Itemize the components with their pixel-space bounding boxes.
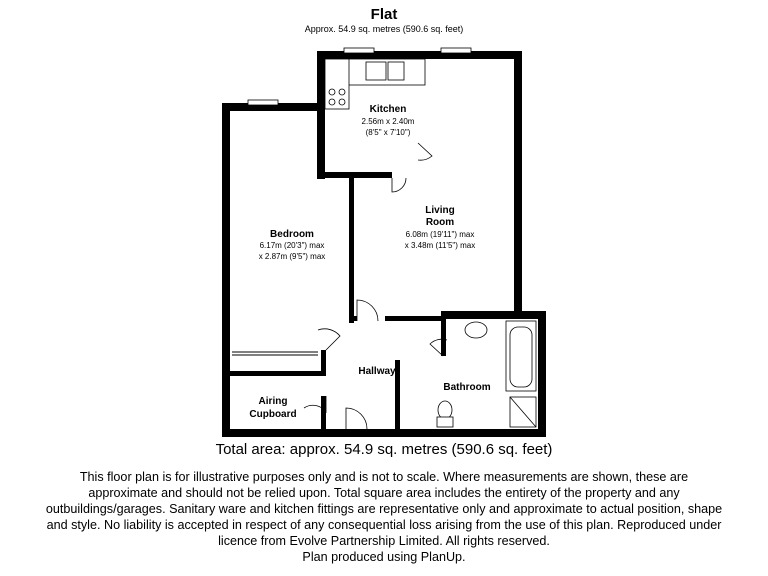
living-dim-line2: x 3.48m (11'5") max bbox=[405, 241, 475, 250]
wardrobe bbox=[232, 351, 318, 356]
disclaimer-line: approximate and should not be relied upo… bbox=[88, 486, 680, 500]
disclaimer-line: This floor plan is for illustrative purp… bbox=[79, 470, 689, 484]
airing-name-line1: Airing bbox=[259, 396, 288, 407]
plan-title: Flat bbox=[370, 6, 398, 23]
disclaimer: This floor plan is for illustrative purp… bbox=[0, 469, 768, 565]
kitchen-name: Kitchen bbox=[370, 104, 407, 115]
total-area: Total area: approx. 54.9 sq. metres (590… bbox=[215, 441, 553, 458]
windows bbox=[247, 47, 472, 106]
disclaimer-line: Plan produced using PlanUp. bbox=[302, 550, 466, 564]
disclaimer-line: and style. No liability is accepted in r… bbox=[46, 518, 722, 532]
floor-plan: Kitchen 2.56m x 2.40m (8'5" x 7'10") Liv… bbox=[222, 47, 546, 437]
bedroom-name: Bedroom bbox=[270, 229, 314, 240]
bathroom-fittings bbox=[436, 320, 537, 428]
hallway-name: Hallway bbox=[358, 366, 396, 377]
living-name-line2: Room bbox=[426, 217, 454, 228]
doors bbox=[303, 142, 448, 430]
kitchen-dim-imperial: (8'5" x 7'10") bbox=[366, 128, 411, 137]
disclaimer-line: outbuildings/garages. Sanitary ware and … bbox=[45, 502, 723, 516]
kitchen-dim-metric: 2.56m x 2.40m bbox=[362, 117, 415, 126]
bedroom-dim-line2: x 2.87m (9'5") max bbox=[259, 252, 326, 261]
plan-subtitle: Approx. 54.9 sq. metres (590.6 sq. feet) bbox=[304, 24, 464, 34]
bedroom-dim-line1: 6.17m (20'3") max bbox=[260, 241, 325, 250]
kitchen-fittings bbox=[324, 58, 426, 110]
living-dim-line1: 6.08m (19'11") max bbox=[406, 230, 475, 239]
disclaimer-line: licence from Evolve Partnership Limited.… bbox=[218, 534, 550, 548]
walls bbox=[222, 51, 546, 437]
bathroom-name: Bathroom bbox=[443, 382, 490, 393]
airing-name-line2: Cupboard bbox=[249, 409, 296, 420]
living-name-line1: Living bbox=[425, 205, 454, 216]
